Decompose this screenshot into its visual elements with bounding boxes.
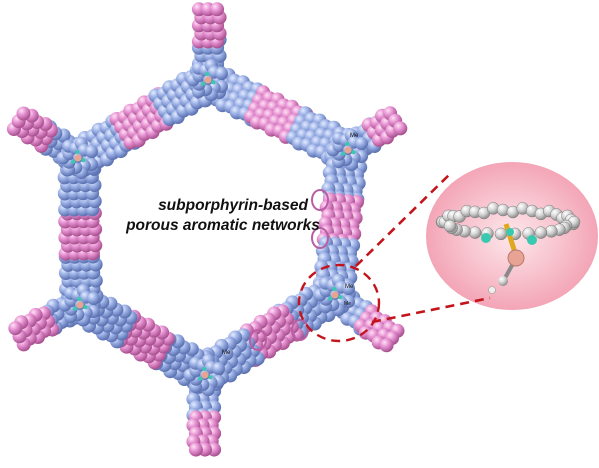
methyl-label: Me bbox=[345, 284, 354, 290]
nitrogen-atom bbox=[208, 375, 213, 380]
subporphyrin-bowl-model bbox=[435, 202, 581, 294]
boron-atom bbox=[201, 371, 209, 379]
framework-arm-linker bbox=[210, 2, 225, 17]
nitrogen-atom bbox=[73, 306, 78, 311]
nitrogen-atom bbox=[201, 81, 206, 86]
nitrogen-atom bbox=[77, 297, 82, 301]
zoom-line-upper bbox=[355, 171, 453, 267]
nitrogen-atom bbox=[345, 142, 350, 146]
framework-arm-linker bbox=[188, 442, 203, 457]
boron-atom bbox=[74, 154, 82, 162]
framework-arm-linker bbox=[393, 121, 408, 136]
nitrogen-atom bbox=[205, 72, 210, 76]
carbon-atom bbox=[468, 226, 482, 239]
boron-atom bbox=[331, 291, 339, 299]
pore-wall-linkers bbox=[249, 189, 329, 351]
boron-atom bbox=[76, 301, 84, 309]
subporphyrin-node bbox=[87, 292, 100, 305]
nitrogen-atom bbox=[341, 151, 346, 156]
zoom-line-lower bbox=[371, 296, 491, 324]
subporphyrin-node bbox=[85, 145, 98, 158]
nitrogen-atom bbox=[71, 159, 76, 164]
phenylene-ring bbox=[311, 227, 329, 249]
methyl-label: Me bbox=[222, 350, 231, 356]
nitrogen-atom bbox=[198, 376, 203, 381]
framework-arm-linker bbox=[16, 106, 31, 121]
nitrogen-atom bbox=[527, 235, 537, 245]
methyl-label: Me bbox=[350, 133, 359, 139]
nitrogen-atom bbox=[481, 233, 491, 243]
nitrogen-atom bbox=[83, 305, 88, 310]
methyl-carbon-atom bbox=[498, 276, 508, 286]
carbon-atom bbox=[545, 225, 558, 238]
subporphyrin-node bbox=[355, 137, 368, 150]
nitrogen-atom bbox=[75, 150, 80, 154]
nitrogen-atom bbox=[81, 158, 86, 163]
subporphyrin-node bbox=[342, 282, 355, 295]
zoom-selection-circle bbox=[297, 263, 381, 343]
subporphyrin-node bbox=[212, 362, 225, 375]
figure-caption-line-2: porous aromatic networks bbox=[126, 217, 320, 234]
phenylene-ring bbox=[249, 329, 267, 351]
hydrogen-atom bbox=[488, 286, 496, 294]
nitrogen-atom bbox=[338, 295, 343, 300]
nitrogen-atom bbox=[328, 296, 333, 301]
boron-atom bbox=[204, 76, 212, 84]
phenylene-ring bbox=[291, 319, 309, 341]
nitrogen-atom bbox=[202, 367, 207, 371]
framework-arm-linker bbox=[8, 321, 23, 336]
subporphyrin-node bbox=[215, 67, 228, 80]
carbon-atom bbox=[534, 226, 548, 239]
figure-caption-line-1: subporphyrin-based bbox=[158, 197, 308, 214]
methyl-label: Me bbox=[344, 301, 351, 307]
nitrogen-atom bbox=[506, 228, 514, 236]
phenylene-ring bbox=[311, 189, 329, 211]
framework-arm-linker bbox=[379, 338, 394, 353]
carbon-atom bbox=[443, 219, 457, 233]
boron-atom bbox=[344, 146, 352, 154]
nitrogen-atom bbox=[332, 287, 337, 291]
nitrogen-atom bbox=[351, 150, 356, 155]
nitrogen-atom bbox=[211, 80, 216, 85]
boron-atom bbox=[507, 249, 525, 267]
